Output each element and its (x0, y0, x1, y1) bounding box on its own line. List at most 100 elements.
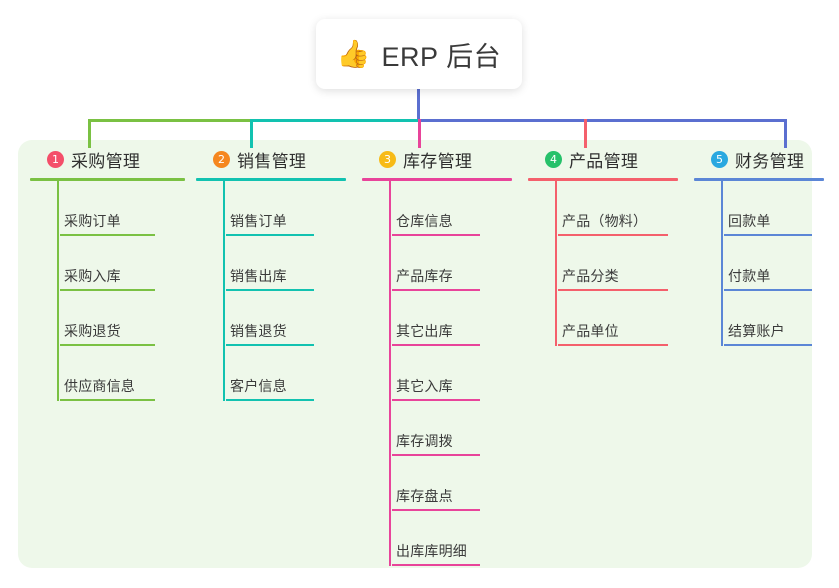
branch-item[interactable]: 其它出库 (392, 291, 512, 346)
connector-bar-segment (88, 119, 250, 122)
branch-item[interactable]: 采购订单 (60, 181, 185, 236)
branch-column-5: 5 财务管理回款单付款单结算账户 (694, 146, 824, 346)
branch-title: 销售管理 (237, 151, 307, 171)
branch-spine (57, 181, 59, 401)
root-node-title: ERP 后台 (381, 41, 502, 72)
branch-item-underline (724, 234, 812, 236)
branch-item-underline (392, 344, 480, 346)
branch-item-label: 其它出库 (396, 323, 453, 339)
branch-item-underline (392, 234, 480, 236)
branch-item-label: 产品单位 (562, 323, 619, 339)
branch-item-list: 销售订单销售出库销售退货客户信息 (196, 181, 346, 401)
branch-item-underline (392, 564, 480, 566)
branch-item-underline (226, 399, 314, 401)
branch-header[interactable]: 5 财务管理 (694, 146, 824, 172)
branch-item[interactable]: 付款单 (724, 236, 824, 291)
branch-item-label: 销售出库 (230, 268, 287, 284)
branch-spine (555, 181, 557, 346)
branch-item-label: 产品（物料） (562, 213, 648, 229)
branch-item-label: 结算账户 (728, 323, 785, 339)
connector-drop (584, 119, 587, 148)
diagram-canvas (18, 140, 812, 568)
connector-bar-segment (418, 119, 784, 122)
branch-item-label: 采购订单 (64, 213, 121, 229)
branch-item-underline (60, 344, 155, 346)
branch-item-list: 仓库信息产品库存其它出库其它入库库存调拨库存盘点出库库明细 (362, 181, 512, 566)
branch-number-badge: 1 (47, 150, 64, 168)
branch-item[interactable]: 产品分类 (558, 236, 678, 291)
connector-root-stem (417, 89, 420, 122)
branch-item[interactable]: 结算账户 (724, 291, 824, 346)
branch-item[interactable]: 销售订单 (226, 181, 346, 236)
thumbs-up-icon: 👍 (336, 38, 371, 69)
branch-item[interactable]: 库存盘点 (392, 456, 512, 511)
connector-drop (784, 119, 787, 148)
connector-drop (418, 119, 421, 148)
branch-header[interactable]: 2 销售管理 (196, 146, 346, 172)
branch-item-underline (558, 289, 668, 291)
branch-item[interactable]: 回款单 (724, 181, 824, 236)
connector-bar-segment (250, 119, 418, 122)
branch-item-underline (226, 234, 314, 236)
branch-item-label: 产品分类 (562, 268, 619, 284)
branch-number-badge: 3 (379, 150, 396, 168)
branch-title: 产品管理 (569, 151, 639, 171)
branch-item[interactable]: 采购入库 (60, 236, 185, 291)
branch-item-label: 出库库明细 (396, 543, 467, 559)
branch-header[interactable]: 3 库存管理 (362, 146, 512, 172)
branch-item[interactable]: 销售出库 (226, 236, 346, 291)
branch-item[interactable]: 销售退货 (226, 291, 346, 346)
branch-column-3: 3 库存管理仓库信息产品库存其它出库其它入库库存调拨库存盘点出库库明细 (362, 146, 512, 566)
branch-item-label: 回款单 (728, 213, 771, 229)
root-node[interactable]: 👍 ERP 后台 (316, 19, 522, 89)
branch-item-label: 库存调拨 (396, 433, 453, 449)
branch-item[interactable]: 仓库信息 (392, 181, 512, 236)
branch-item[interactable]: 出库库明细 (392, 511, 512, 566)
branch-title: 采购管理 (71, 151, 141, 171)
branch-item-list: 回款单付款单结算账户 (694, 181, 824, 346)
branch-item-label: 仓库信息 (396, 213, 453, 229)
branch-item-underline (226, 289, 314, 291)
branch-spine (389, 181, 391, 566)
branch-item[interactable]: 产品（物料） (558, 181, 678, 236)
connector-drop (250, 119, 253, 148)
branch-item-underline (60, 234, 155, 236)
branch-item[interactable]: 供应商信息 (60, 346, 185, 401)
branch-spine (223, 181, 225, 401)
branch-header[interactable]: 1 采购管理 (30, 146, 185, 172)
branch-item-label: 产品库存 (396, 268, 453, 284)
branch-item-underline (392, 454, 480, 456)
branch-item-underline (392, 509, 480, 511)
branch-item-underline (60, 399, 155, 401)
branch-item-label: 采购入库 (64, 268, 121, 284)
branch-item-list: 采购订单采购入库采购退货供应商信息 (30, 181, 185, 401)
branch-item[interactable]: 采购退货 (60, 291, 185, 346)
branch-column-2: 2 销售管理销售订单销售出库销售退货客户信息 (196, 146, 346, 401)
branch-item-underline (724, 289, 812, 291)
branch-item-label: 库存盘点 (396, 488, 453, 504)
branch-item-label: 供应商信息 (64, 378, 135, 394)
branch-item-underline (392, 289, 480, 291)
branch-column-1: 1 采购管理采购订单采购入库采购退货供应商信息 (30, 146, 185, 401)
branch-title: 财务管理 (735, 151, 805, 171)
branch-spine (721, 181, 723, 346)
branch-underline (362, 178, 512, 181)
branch-item-label: 其它入库 (396, 378, 453, 394)
connector-drop (88, 119, 91, 148)
branch-item[interactable]: 客户信息 (226, 346, 346, 401)
branch-item[interactable]: 产品库存 (392, 236, 512, 291)
branch-number-badge: 5 (711, 150, 728, 168)
branch-title: 库存管理 (403, 151, 473, 171)
branch-item-underline (724, 344, 812, 346)
branch-underline (30, 178, 185, 181)
branch-item-label: 付款单 (728, 268, 771, 284)
branch-item[interactable]: 库存调拨 (392, 401, 512, 456)
branch-underline (528, 178, 678, 181)
branch-item[interactable]: 其它入库 (392, 346, 512, 401)
branch-item-label: 采购退货 (64, 323, 121, 339)
branch-item[interactable]: 产品单位 (558, 291, 678, 346)
branch-number-badge: 2 (213, 150, 230, 168)
branch-underline (694, 178, 824, 181)
